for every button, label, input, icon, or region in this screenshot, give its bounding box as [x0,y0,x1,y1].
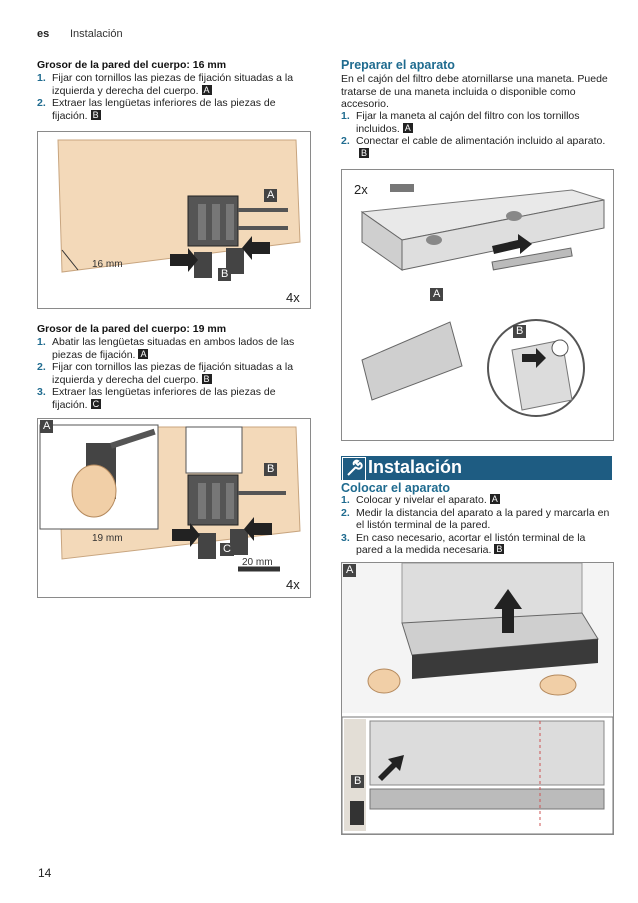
step-badge: A [138,348,149,359]
screw-length-label: 20 mm [242,557,273,568]
step-badge: A [201,84,212,95]
step-item: 3.Extraer las lengüetas inferiores de la… [37,386,276,411]
figure-label-a: A [343,564,357,577]
figure-19mm: A B C 19 mm 20 mm 4x [37,418,311,598]
prep-title: Preparar el aparato [341,58,455,72]
step-item: 1.Fijar con tornillos las piezas de fija… [37,72,294,97]
figure-label-b: B [218,268,232,281]
step-badge: C [90,398,102,409]
figure-prep: 2x A B [341,169,614,441]
prep-steps: 1.Fijar la maneta al cajón del filtro co… [341,110,611,160]
step-badge: B [90,109,101,120]
figure-16mm: A B 16 mm 4x [37,131,311,309]
figure-label-b: B [264,463,278,476]
count-label: 4x [286,577,300,592]
figure-16mm-illustration [57,139,301,278]
installation-title: Instalación [368,457,463,477]
language-code: es [37,28,50,40]
step-item: 2.Medir la distancia del aparato a la pa… [341,506,610,532]
figure-label-b: B [513,325,527,338]
figure-install-illustration [342,563,613,834]
figure-label-c: C [220,543,234,556]
step-badge: A [489,494,500,504]
figure-label-a: A [264,189,278,202]
wrench-icon [342,457,366,481]
section-19mm-title: Grosor de la pared del cuerpo: 19 mm [37,323,227,335]
figure-prep-illustration [360,184,605,417]
step-item: 1.Abatir las lengüetas situadas en ambos… [37,336,295,361]
count-label: 2x [354,182,368,197]
section-title: Instalación [70,28,123,40]
step-item: 2.Conectar el cable de alimentación incl… [341,135,606,158]
step-item: 1.Fijar la maneta al cajón del filtro co… [341,110,580,135]
page-number: 14 [38,866,52,880]
install-subtitle: Colocar el aparato [341,481,451,495]
figure-install: A B [341,562,614,835]
figure-19mm-illustration [39,424,301,572]
step-badge: B [359,147,370,158]
step-item: 3.En caso necesario, acortar el listón t… [341,531,586,557]
install-steps: 1.Colocar y nivelar el aparato.A 2.Medir… [341,494,612,557]
prep-intro: En el cajón del filtro debe atornillarse… [341,73,608,110]
step-item: 2.Extraer las lengüetas inferiores de la… [37,97,276,122]
section-16mm-steps: 1.Fijar con tornillos las piezas de fija… [37,72,309,122]
figure-label-a: A [40,420,54,433]
section-19mm-steps: 1.Abatir las lengüetas situadas en ambos… [37,336,309,411]
step-item: 1.Colocar y nivelar el aparato.A [341,494,500,506]
step-badge: B [201,373,212,384]
installation-banner: Instalación [341,456,612,481]
count-label: 4x [286,290,300,305]
section-16mm-title: Grosor de la pared del cuerpo: 16 mm [37,59,227,71]
dimension-label: 16 mm [92,259,123,270]
figure-label-a: A [430,288,444,301]
step-item: 2.Fijar con tornillos las piezas de fija… [37,361,294,386]
step-badge: A [402,122,413,133]
figure-label-b: B [351,775,365,788]
step-badge: B [494,544,505,554]
dimension-label: 19 mm [92,533,123,544]
